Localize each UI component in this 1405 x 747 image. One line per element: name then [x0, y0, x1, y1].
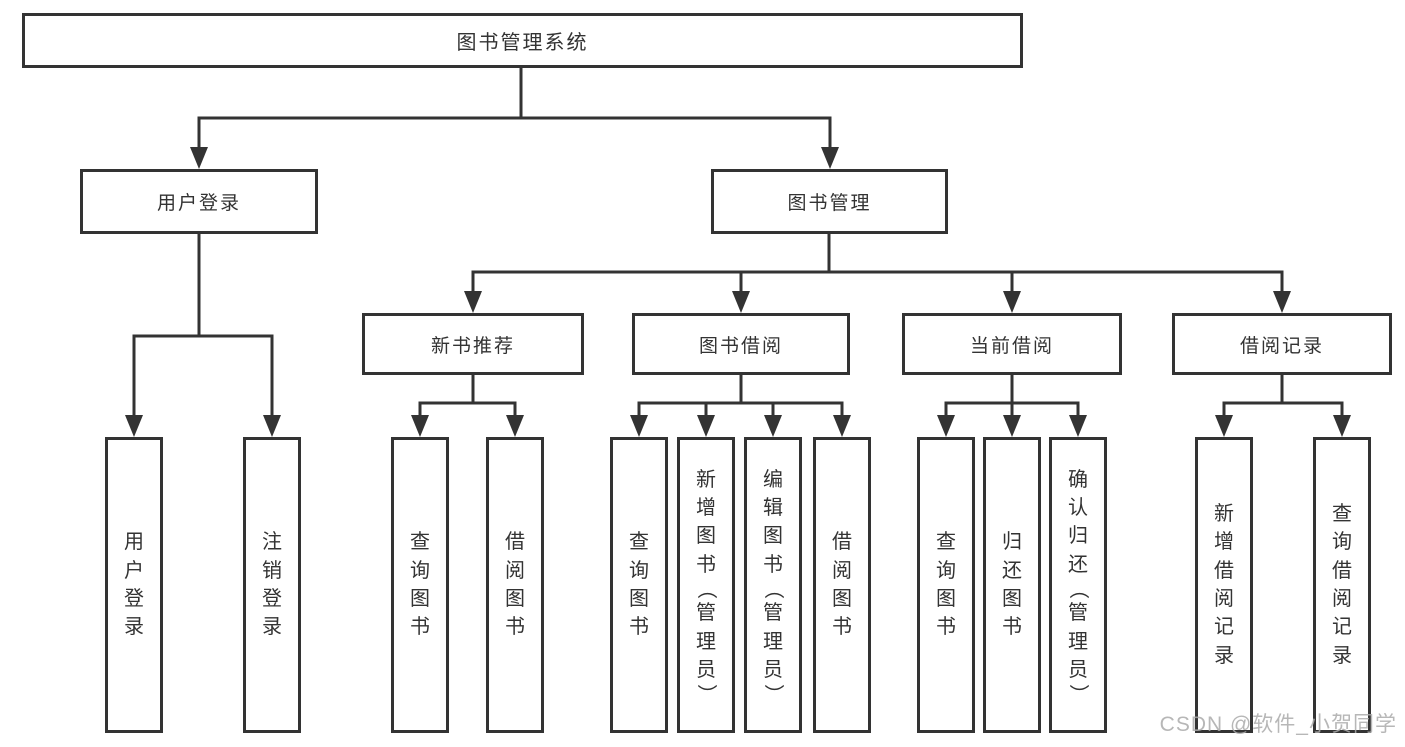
node-root: 图书管理系统 [22, 13, 1023, 68]
node-leaf-query-books-recommend: 查询图书 [391, 437, 449, 733]
node-label: 图书管理 [787, 193, 872, 214]
node-label: 查询图书 [936, 531, 956, 639]
node-leaf-query-books-current: 查询图书 [917, 437, 975, 733]
node-label: 当前借阅 [969, 335, 1054, 357]
node-label: 注销登录 [262, 531, 282, 639]
node-leaf-user-login: 用户登录 [105, 437, 163, 733]
node-leaf-add-borrow-record: 新增借阅记录 [1195, 437, 1253, 733]
node-label: 图书管理系统 [456, 32, 589, 54]
node-label: 查询图书 [629, 531, 649, 639]
node-label: 用户登录 [156, 193, 241, 214]
node-leaf-add-book-admin: 新增图书（管理员） [677, 437, 735, 733]
node-label: 归还图书 [1002, 531, 1022, 639]
node-leaf-borrow-books: 借阅图书 [813, 437, 871, 733]
node-label: 查询图书 [410, 531, 430, 639]
node-borrow-records: 借阅记录 [1172, 313, 1392, 375]
node-leaf-logout: 注销登录 [243, 437, 301, 733]
node-label: 新增图书（管理员） [695, 468, 717, 705]
node-current-borrowing: 当前借阅 [902, 313, 1122, 375]
node-label: 查询借阅记录 [1332, 502, 1352, 667]
node-leaf-borrow-books-recommend: 借阅图书 [486, 437, 544, 733]
node-book-management: 图书管理 [711, 169, 948, 234]
node-label: 用户登录 [124, 531, 144, 639]
node-leaf-return-book: 归还图书 [983, 437, 1041, 733]
node-label: 图书借阅 [698, 335, 783, 357]
node-new-book-recommend: 新书推荐 [362, 313, 584, 375]
node-leaf-query-borrow-record: 查询借阅记录 [1313, 437, 1371, 733]
node-label: 编辑图书（管理员） [762, 468, 784, 705]
node-label: 新书推荐 [430, 335, 515, 357]
node-leaf-edit-book-admin: 编辑图书（管理员） [744, 437, 802, 733]
node-book-borrowing: 图书借阅 [632, 313, 850, 375]
node-label: 借阅记录 [1239, 335, 1324, 357]
node-leaf-query-books-borrowing: 查询图书 [610, 437, 668, 733]
node-leaf-confirm-return-admin: 确认归还（管理员） [1049, 437, 1107, 733]
node-label: 借阅图书 [832, 531, 852, 639]
csdn-watermark: CSDN @软件_小贺同学 [1159, 713, 1397, 736]
node-label: 确认归还（管理员） [1067, 468, 1089, 705]
node-user-login: 用户登录 [80, 169, 318, 234]
node-label: 借阅图书 [505, 531, 525, 639]
node-label: 新增借阅记录 [1214, 502, 1234, 667]
